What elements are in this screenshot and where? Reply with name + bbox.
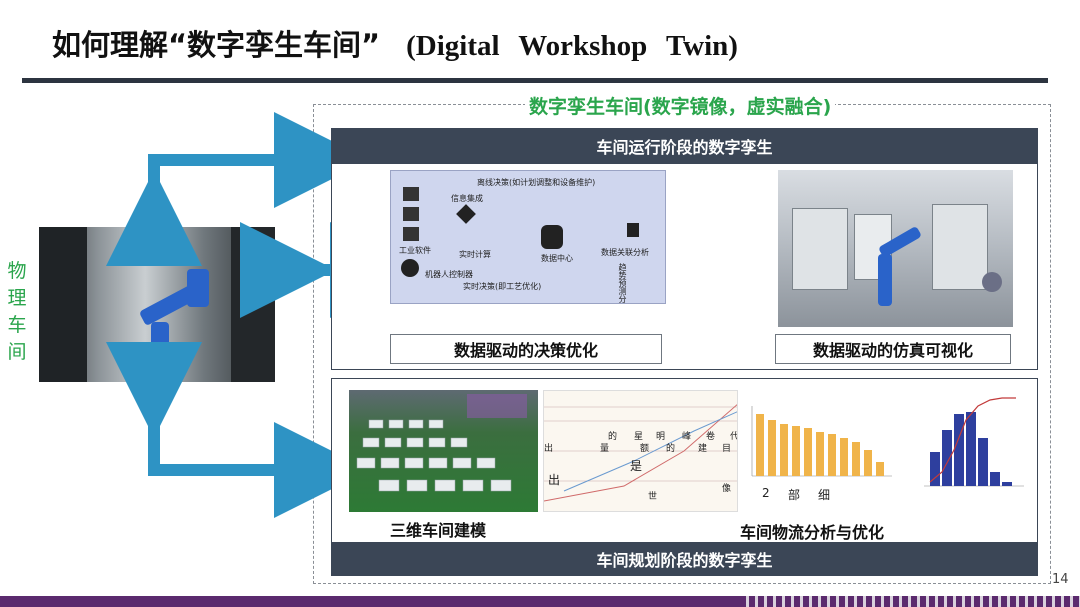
decision-optimization-caption: 数据驱动的决策优化	[390, 334, 662, 364]
gantt-schedule-chart: 的 星 明 峰 卷 代 出 量 额 的 建 目 是 出 世 像	[543, 390, 738, 512]
physical-workshop-label: 物理车间	[7, 260, 27, 363]
footer-stripes	[740, 596, 1080, 607]
gantt-lines	[544, 404, 737, 502]
page-title: 如何理解“数字孪生车间”(Digital Workshop Twin)	[52, 28, 738, 62]
logistics-histogram	[912, 390, 1030, 500]
arrow-to-operation-stage	[106, 112, 370, 266]
footer-bar	[0, 596, 1080, 607]
operation-stage-header: 车间运行阶段的数字孪生	[331, 128, 1038, 164]
logistics-bars	[751, 406, 892, 477]
simulation-visualization	[778, 170, 1013, 327]
decision-diagram: 离线决策(如计划调整和设备维护) 工业软件 信息集成 机器人控制器 实时计算 数…	[390, 170, 666, 304]
simulation-visualization-caption: 数据驱动的仿真可视化	[775, 334, 1011, 364]
logistics-analysis-caption: 车间物流分析与优化	[740, 523, 885, 542]
3d-modeling-caption: 三维车间建模	[390, 521, 487, 540]
page-number: 14	[1052, 572, 1069, 587]
title-underline	[22, 78, 1048, 83]
planning-stage-footer: 车间规划阶段的数字孪生	[331, 542, 1038, 576]
arrow-to-planning-stage	[106, 342, 370, 518]
3d-workshop-model	[349, 390, 538, 512]
3d-model-grid	[356, 394, 527, 492]
digital-twin-subtitle: 数字孪生车间(数字镜像，虚实融合)	[525, 92, 836, 119]
logistics-bar-chart: 2 部 细	[742, 390, 904, 512]
histogram-bars	[924, 397, 1024, 487]
